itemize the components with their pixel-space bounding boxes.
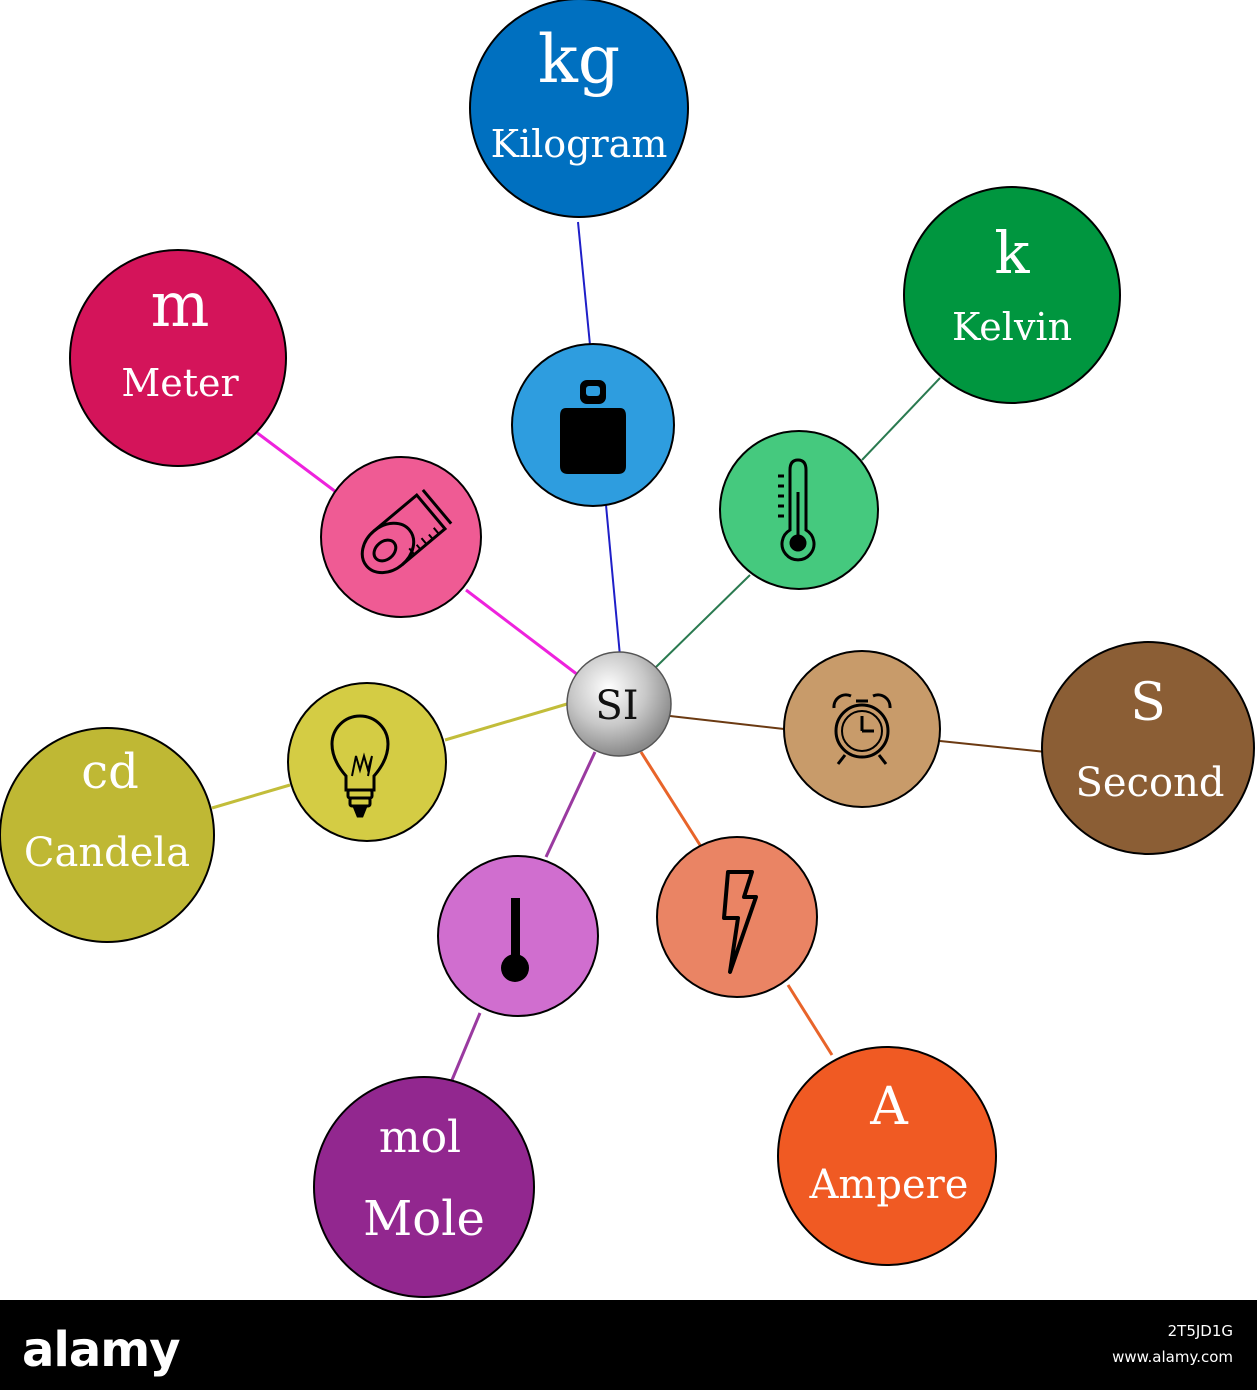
second-connector [939,740,1047,753]
kilogram-icon-node [511,343,675,507]
mole-icon [501,898,529,982]
ampere-node: A Ampere [777,1046,997,1266]
candela-name: Candela [24,830,190,876]
watermark-image-id: 2T5JD1G [1167,1322,1233,1340]
kelvin-node: k Kelvin [903,186,1121,404]
ampere-connector [639,751,702,846]
kilogram-node: kg Kilogram [469,0,689,218]
ampere-icon-node [656,836,818,998]
mole-symbol: mol [379,1112,461,1163]
meter-connector [465,588,579,677]
candela-connector [211,783,291,810]
ampere-symbol: A [869,1077,909,1137]
mole-node: mol Mole [313,1076,535,1298]
watermark-site: www.alamy.com [1112,1348,1233,1366]
kelvin-connector [861,377,941,461]
candela-node: cd Candela [0,727,215,943]
kilogram-connector [605,504,621,657]
lightbulb-icon [330,714,390,818]
ampere-connector [786,984,834,1056]
second-symbol: S [1130,673,1166,733]
meter-connector [255,430,337,494]
si-units-diagram: kg Kilogram k Kelvin S Second A Ampere m… [0,0,1255,1298]
second-icon-node [783,650,941,808]
meter-node: m Meter [69,249,287,467]
second-node: S Second [1041,641,1255,855]
kilogram-name: Kilogram [491,122,668,166]
kelvin-icon-node [719,430,879,590]
mole-connector [544,751,597,858]
kelvin-connector [654,574,751,669]
lightning-icon [722,870,758,974]
ampere-name: Ampere [809,1162,969,1208]
si-center-node: SI [566,651,672,757]
kelvin-name: Kelvin [952,305,1072,349]
meter-icon-node [320,456,482,618]
second-connector [669,715,785,730]
connector-lines [211,221,1047,1081]
thermometer-icon [778,458,816,562]
alarm-clock-icon [832,693,892,765]
meter-name: Meter [121,361,239,405]
mole-icon-node [437,855,599,1017]
si-center-label: SI [595,683,638,729]
kilogram-symbol: kg [538,21,620,98]
kelvin-symbol: k [994,219,1030,287]
watermark-bar [0,1300,1257,1390]
mole-name: Mole [363,1191,485,1247]
watermark-brand: alamy [22,1322,181,1378]
kilogram-connector [577,221,591,346]
weight-icon [560,380,626,474]
meter-symbol: m [151,268,210,341]
candela-symbol: cd [81,744,139,800]
second-name: Second [1076,760,1225,806]
tape-measure-icon [360,488,453,575]
candela-connector [444,702,568,742]
candela-icon-node [287,682,447,842]
mole-connector [450,1012,482,1081]
